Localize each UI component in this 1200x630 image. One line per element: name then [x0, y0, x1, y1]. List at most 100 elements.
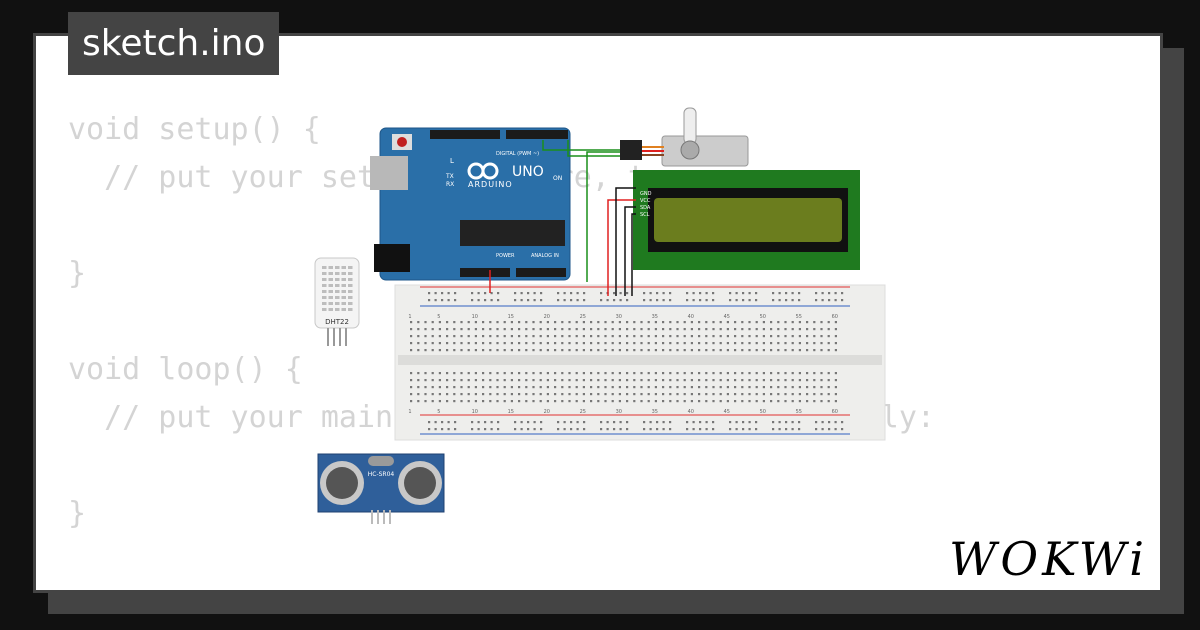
breadboard-hole[interactable]: [662, 400, 665, 403]
breadboard-hole[interactable]: [447, 299, 450, 302]
breadboard-hole[interactable]: [600, 292, 603, 295]
breadboard-hole[interactable]: [699, 428, 702, 431]
breadboard-hole[interactable]: [755, 299, 758, 302]
breadboard-hole[interactable]: [597, 349, 600, 352]
breadboard-hole[interactable]: [705, 299, 708, 302]
breadboard-hole[interactable]: [791, 372, 794, 375]
breadboard-hole[interactable]: [518, 342, 521, 345]
breadboard-hole[interactable]: [770, 349, 773, 352]
breadboard-hole[interactable]: [424, 400, 427, 403]
breadboard-hole[interactable]: [453, 393, 456, 396]
breadboard-hole[interactable]: [662, 342, 665, 345]
breadboard-hole[interactable]: [568, 393, 571, 396]
breadboard-hole[interactable]: [626, 400, 629, 403]
breadboard-hole[interactable]: [503, 400, 506, 403]
breadboard-hole[interactable]: [490, 299, 493, 302]
breadboard-hole[interactable]: [618, 386, 621, 389]
breadboard-hole[interactable]: [777, 400, 780, 403]
breadboard-hole[interactable]: [561, 349, 564, 352]
breadboard-hole[interactable]: [438, 386, 441, 389]
breadboard-hole[interactable]: [447, 421, 450, 424]
breadboard-hole[interactable]: [755, 292, 758, 295]
breadboard-hole[interactable]: [561, 328, 564, 331]
breadboard-hole[interactable]: [563, 292, 566, 295]
breadboard-hole[interactable]: [438, 328, 441, 331]
breadboard-hole[interactable]: [518, 335, 521, 338]
breadboard-hole[interactable]: [520, 292, 523, 295]
breadboard-hole[interactable]: [784, 386, 787, 389]
breadboard-hole[interactable]: [460, 400, 463, 403]
breadboard-hole[interactable]: [525, 328, 528, 331]
breadboard-hole[interactable]: [735, 292, 738, 295]
breadboard-hole[interactable]: [604, 393, 607, 396]
breadboard-hole[interactable]: [410, 321, 413, 324]
breadboard-hole[interactable]: [640, 393, 643, 396]
breadboard-hole[interactable]: [821, 421, 824, 424]
breadboard-hole[interactable]: [662, 428, 665, 431]
breadboard-hole[interactable]: [619, 292, 622, 295]
breadboard-hole[interactable]: [518, 328, 521, 331]
breadboard-hole[interactable]: [820, 372, 823, 375]
breadboard-hole[interactable]: [431, 321, 434, 324]
breadboard-hole[interactable]: [561, 342, 564, 345]
breadboard-hole[interactable]: [705, 321, 708, 324]
breadboard-hole[interactable]: [410, 393, 413, 396]
breadboard-hole[interactable]: [611, 393, 614, 396]
breadboard-hole[interactable]: [575, 372, 578, 375]
breadboard-hole[interactable]: [770, 335, 773, 338]
breadboard-hole[interactable]: [446, 379, 449, 382]
breadboard-hole[interactable]: [575, 379, 578, 382]
breadboard-hole[interactable]: [532, 349, 535, 352]
breadboard-hole[interactable]: [834, 421, 837, 424]
breadboard-hole[interactable]: [611, 386, 614, 389]
breadboard-hole[interactable]: [417, 321, 420, 324]
breadboard-hole[interactable]: [539, 342, 542, 345]
breadboard-hole[interactable]: [784, 393, 787, 396]
breadboard-hole[interactable]: [410, 349, 413, 352]
breadboard-hole[interactable]: [705, 328, 708, 331]
breadboard-hole[interactable]: [554, 386, 557, 389]
breadboard-hole[interactable]: [525, 379, 528, 382]
breadboard-hole[interactable]: [676, 400, 679, 403]
breadboard-hole[interactable]: [510, 379, 513, 382]
breadboard-hole[interactable]: [561, 393, 564, 396]
breadboard-hole[interactable]: [676, 372, 679, 375]
breadboard-hole[interactable]: [662, 349, 665, 352]
breadboard-hole[interactable]: [662, 292, 665, 295]
breadboard-hole[interactable]: [834, 372, 837, 375]
breadboard-hole[interactable]: [742, 299, 745, 302]
breadboard-hole[interactable]: [762, 379, 765, 382]
breadboard-hole[interactable]: [719, 342, 722, 345]
breadboard-hole[interactable]: [510, 349, 513, 352]
breadboard-hole[interactable]: [460, 342, 463, 345]
breadboard-hole[interactable]: [496, 393, 499, 396]
breadboard-hole[interactable]: [611, 342, 614, 345]
breadboard-hole[interactable]: [755, 393, 758, 396]
breadboard-hole[interactable]: [662, 379, 665, 382]
breadboard-hole[interactable]: [712, 428, 715, 431]
breadboard-hole[interactable]: [770, 393, 773, 396]
breadboard-hole[interactable]: [676, 342, 679, 345]
breadboard-hole[interactable]: [533, 421, 536, 424]
breadboard-hole[interactable]: [755, 421, 758, 424]
breadboard-hole[interactable]: [662, 386, 665, 389]
breadboard-hole[interactable]: [438, 372, 441, 375]
breadboard-hole[interactable]: [712, 292, 715, 295]
reset-button-icon[interactable]: [397, 137, 407, 147]
breadboard-hole[interactable]: [438, 379, 441, 382]
breadboard-hole[interactable]: [762, 321, 765, 324]
breadboard-hole[interactable]: [719, 379, 722, 382]
breadboard-hole[interactable]: [791, 400, 794, 403]
breadboard-hole[interactable]: [762, 372, 765, 375]
breadboard-hole[interactable]: [525, 372, 528, 375]
breadboard-hole[interactable]: [820, 400, 823, 403]
breadboard-hole[interactable]: [669, 393, 672, 396]
breadboard-hole[interactable]: [482, 328, 485, 331]
breadboard-hole[interactable]: [604, 328, 607, 331]
breadboard-hole[interactable]: [827, 393, 830, 396]
breadboard-hole[interactable]: [683, 349, 686, 352]
breadboard-hole[interactable]: [467, 379, 470, 382]
breadboard-hole[interactable]: [705, 421, 708, 424]
breadboard-hole[interactable]: [734, 342, 737, 345]
breadboard-hole[interactable]: [791, 393, 794, 396]
